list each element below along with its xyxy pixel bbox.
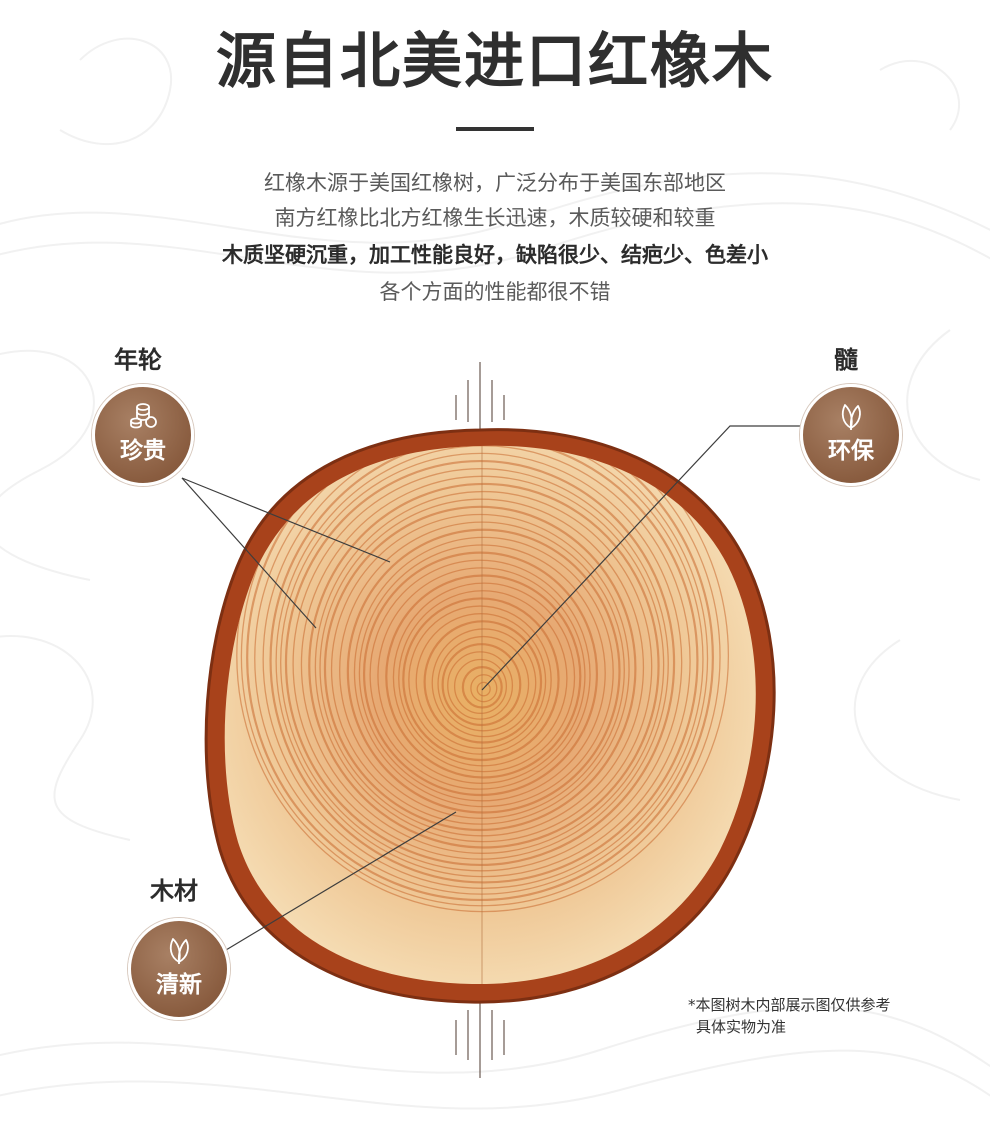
growth-ring — [398, 590, 568, 767]
growth-ring — [346, 528, 621, 814]
description-line-1: 红橡木源于美国红橡树，广泛分布于美国东部地区 — [264, 171, 726, 195]
leaf-icon — [169, 938, 189, 964]
footnote: *本图树木内部展示图仅供参考 具体实物为准 — [688, 994, 891, 1038]
growth-ring — [262, 445, 704, 889]
rings-leader-line-1 — [181, 477, 391, 563]
growth-ring — [377, 567, 586, 784]
growth-ring — [470, 674, 498, 703]
growth-ring — [369, 559, 591, 790]
growth-ring — [385, 574, 582, 779]
badge-precious: 珍贵 — [92, 384, 194, 486]
growth-ring — [254, 445, 709, 895]
growth-ring — [300, 475, 665, 854]
label-pith: 髓 — [834, 346, 858, 374]
growth-ring — [415, 613, 547, 749]
coins-icon — [130, 403, 157, 429]
growth-ring — [353, 536, 614, 808]
growth-ring — [314, 490, 653, 843]
footnote-line-2: 具体实物为准 — [696, 1018, 787, 1036]
growth-ring — [236, 445, 730, 913]
leaf-icon — [841, 404, 861, 430]
growth-ring — [447, 651, 514, 720]
description-line-4: 各个方面的性能都很不错 — [379, 280, 611, 304]
growth-ring — [408, 605, 552, 755]
growth-ring — [240, 445, 721, 907]
pith-leader-line — [481, 425, 800, 691]
growth-ring — [246, 445, 714, 902]
growth-ring — [308, 482, 660, 849]
growth-ring — [431, 628, 537, 738]
guide-marks-top — [455, 362, 505, 430]
footnote-line-1: *本图树木内部展示图仅供参考 — [688, 996, 891, 1014]
badge-fresh-text: 清新 — [156, 972, 202, 998]
description-line-3: 木质坚硬沉重，加工性能良好，缺陷很少、结疤少、色差小 — [222, 243, 768, 267]
growth-ring — [362, 551, 599, 797]
wood-leader-line — [225, 811, 457, 951]
title-underline — [456, 127, 534, 131]
growth-ring — [476, 681, 491, 697]
growth-ring — [441, 643, 522, 727]
growth-ring — [392, 582, 576, 773]
badge-eco: 环保 — [800, 384, 902, 486]
growth-ring — [402, 597, 560, 762]
growth-ring — [280, 452, 683, 872]
growth-ring — [284, 459, 676, 867]
page-title: 源自北美进口红橡木 — [216, 27, 774, 97]
growth-ring — [330, 513, 630, 825]
label-wood: 木材 — [150, 877, 198, 905]
growth-ring — [269, 445, 699, 884]
growth-ring — [423, 620, 543, 744]
label-rings: 年轮 — [114, 346, 162, 374]
badge-fresh: 清新 — [128, 918, 230, 1020]
guide-marks-bottom — [455, 1000, 505, 1078]
badge-eco-text: 环保 — [828, 438, 874, 464]
badge-precious-text: 珍贵 — [120, 438, 166, 464]
growth-ring — [323, 505, 637, 832]
growth-ring — [292, 468, 669, 860]
growth-ring — [453, 658, 508, 714]
growth-ring — [437, 635, 530, 732]
rings-leader-line-2 — [181, 477, 317, 629]
description-line-2: 南方红橡比北方红橡生长迅速，木质较硬和较重 — [274, 206, 716, 230]
